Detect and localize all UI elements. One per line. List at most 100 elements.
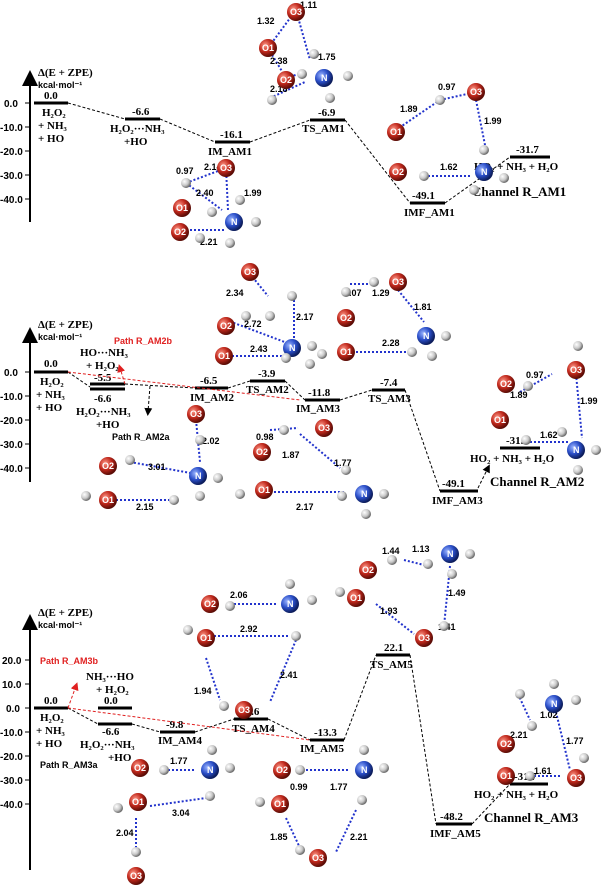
distance-label: 0.97 [526, 370, 544, 380]
tick-label: -10.0 [0, 392, 23, 403]
svg-text:O2: O2 [392, 167, 404, 177]
state-name: TS_AM5 [370, 659, 413, 671]
species-label: + HO [36, 738, 63, 750]
distance-label: 3.04 [172, 808, 190, 818]
svg-text:N: N [231, 217, 238, 227]
distance-label: 0.97 [438, 82, 456, 92]
molecule-im-am4: 2.06 2.92 1.94 2.41 O2 O1 O3 N [183, 579, 317, 719]
state-name: TS_AM3 [368, 393, 411, 405]
distance-label: 1.11 [300, 0, 317, 10]
channel-label: Channel R_AM1 [472, 184, 566, 199]
tick-label: 0.0 [6, 704, 20, 715]
svg-text:O2: O2 [256, 447, 268, 457]
svg-text:O3: O3 [290, 7, 302, 17]
axis-unit-1: kcal·mol⁻¹ [38, 80, 82, 90]
distance-label: 1.13 [412, 544, 430, 554]
svg-text:N: N [361, 489, 368, 499]
axis-title-2: Δ(E + ZPE) [38, 319, 93, 331]
distance-label: 2.72 [244, 319, 262, 329]
distance-label: 1.99 [484, 116, 502, 126]
state-name: IM_AM1 [208, 146, 252, 158]
distance-label: 2.34 [226, 288, 244, 298]
state-name: IMF_AM1 [404, 207, 455, 219]
svg-text:O2: O2 [500, 739, 512, 749]
state-name: IM_AM3 [296, 403, 340, 415]
distance-label: 1.77 [170, 756, 188, 766]
svg-text:O2: O2 [204, 599, 216, 609]
tick-label: -30.0 [0, 171, 23, 182]
energy-label: 0.0 [44, 358, 58, 370]
svg-text:O2: O2 [362, 565, 374, 575]
distance-label: 2.14 [204, 162, 222, 172]
svg-text:N: N [287, 599, 294, 609]
tick-label: -10.0 [0, 123, 23, 134]
distance-label: 2.28 [382, 338, 400, 348]
distance-label: 0.97 [176, 166, 194, 176]
tick-label: -30.0 [0, 776, 23, 787]
svg-text:O1: O1 [176, 203, 188, 213]
molecule-imf-am5: 2.21 1.02 1.77 1.61 O2 O1 O3 N [497, 679, 589, 787]
svg-text:N: N [289, 343, 296, 353]
svg-text:N: N [207, 765, 214, 775]
svg-text:N: N [321, 73, 328, 83]
svg-text:O1: O1 [274, 799, 286, 809]
distance-label: 1.89 [510, 390, 528, 400]
distance-label: 1.94 [194, 686, 212, 696]
state-name: IM_AM4 [158, 735, 202, 747]
species-label: HO···NH₃ [80, 347, 129, 359]
tick-label: 20.0 [2, 656, 22, 667]
svg-text:N: N [447, 549, 454, 559]
energy-label: -13.3 [314, 727, 337, 739]
energy-label: -3.9 [258, 368, 276, 380]
tick-label: -10.0 [0, 728, 23, 739]
molecule-im-am1: 0.97 2.14 1.99 2.40 2.21 O3 O1 O2 N [171, 159, 262, 248]
energy-label: -49.1 [412, 190, 435, 202]
svg-text:O2: O2 [276, 765, 288, 775]
molecule-imf-am3: 0.97 1.89 1.99 1.62 O3 O2 O1 N [491, 341, 601, 475]
svg-text:O3: O3 [318, 423, 330, 433]
energy-label: -6.6 [132, 106, 150, 118]
panel-1: Δ(E + ZPE) kcal·mol⁻¹ 0.0 -10.0 -20.0 -3… [0, 0, 566, 248]
energy-label: -31.7 [516, 144, 539, 156]
tick-label: -20.0 [0, 752, 23, 763]
distance-label: 1.62 [540, 430, 558, 440]
svg-text:O1: O1 [262, 43, 274, 53]
svg-text:O1: O1 [102, 495, 114, 505]
species-label: NH₃···HO [86, 671, 134, 683]
distance-label: 1.32 [257, 16, 275, 26]
state-name: IM_AM5 [300, 743, 344, 755]
axis-title-1: Δ(E + ZPE) [38, 67, 93, 79]
svg-text:O1: O1 [218, 351, 230, 361]
distance-label: 2.04 [116, 828, 134, 838]
distance-label: 2.21 [200, 237, 218, 247]
panel-3: Δ(E + ZPE) kcal·mol⁻¹ 20.0 10.0 0.0 -10.… [0, 544, 589, 885]
svg-text:O2: O2 [102, 461, 114, 471]
distance-label: 2.21 [350, 832, 368, 842]
energy-label: -11.8 [308, 387, 331, 399]
svg-text:O1: O1 [350, 593, 362, 603]
distance-label: 2.40 [196, 188, 214, 198]
species-label: H₂O₂ [40, 712, 64, 724]
svg-text:O1: O1 [390, 127, 402, 137]
distance-label: 2.06 [230, 590, 248, 600]
tick-label: 10.0 [2, 680, 22, 691]
species-label: +HO [124, 136, 148, 148]
energy-label: 0.0 [44, 90, 58, 102]
energy-label: -49.1 [442, 478, 465, 490]
distance-label: 1.93 [380, 606, 398, 616]
path-a-label: Path R_AM3a [40, 760, 99, 770]
energy-label: -48.2 [440, 811, 463, 823]
svg-text:O2: O2 [134, 763, 146, 773]
distance-label: 1.75 [318, 52, 336, 62]
distance-label: 1.77 [330, 782, 348, 792]
tick-label: -40.0 [0, 195, 23, 206]
energy-label: -5.5 [94, 372, 112, 384]
tick-label: 0.0 [4, 368, 18, 379]
distance-label: 1.77 [334, 458, 352, 468]
tick-label: -40.0 [0, 800, 23, 811]
molecule-im-am3: 1.07 1.29 1.81 2.28 O3 O2 O1 N [317, 273, 451, 361]
energy-label: -7.4 [380, 377, 398, 389]
energy-label: -9.8 [166, 719, 184, 731]
svg-text:O3: O3 [470, 87, 482, 97]
